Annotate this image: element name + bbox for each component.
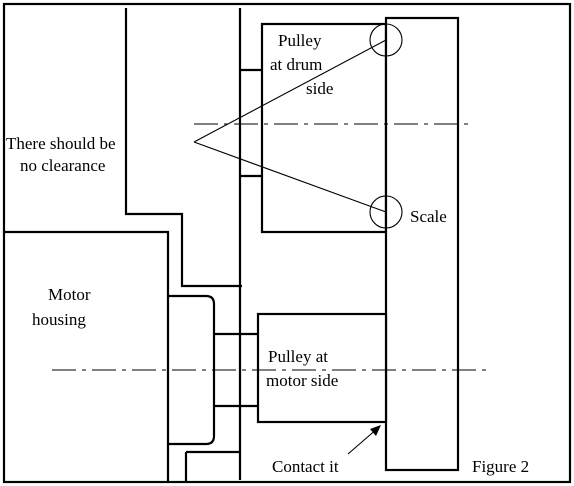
motor-pulley-label-line1: Pulley at [268, 347, 328, 366]
motor-housing-label-line1: Motor [48, 285, 91, 304]
motor-housing [4, 230, 170, 482]
clearance-label-line1: There should be [6, 134, 116, 153]
contact-circle-top [369, 23, 403, 57]
contact-circle-bottom [369, 195, 403, 229]
contact-arrow-head [370, 425, 381, 436]
scale-label: Scale [410, 207, 447, 226]
clearance-label-line2: no clearance [20, 156, 105, 175]
motor-pulley-label-line2: motor side [266, 371, 338, 390]
clearance-leader-bottom [193, 141, 387, 213]
drum-pulley-label-line3: side [306, 79, 333, 98]
motor-base-lines [184, 450, 240, 482]
drum-pulley-label-line1: Pulley [278, 31, 322, 50]
motor-shaft [214, 332, 258, 408]
motor-pulley [256, 312, 388, 424]
contact-label: Contact it [272, 457, 339, 476]
clearance-leader-top [193, 39, 387, 143]
drum-pulley-label-line2: at drum [270, 55, 322, 74]
motor-housing-label-line2: housing [32, 310, 86, 329]
drum-housing-outline [124, 8, 242, 288]
figure-caption: Figure 2 [472, 457, 529, 476]
scale-bar [384, 16, 460, 472]
